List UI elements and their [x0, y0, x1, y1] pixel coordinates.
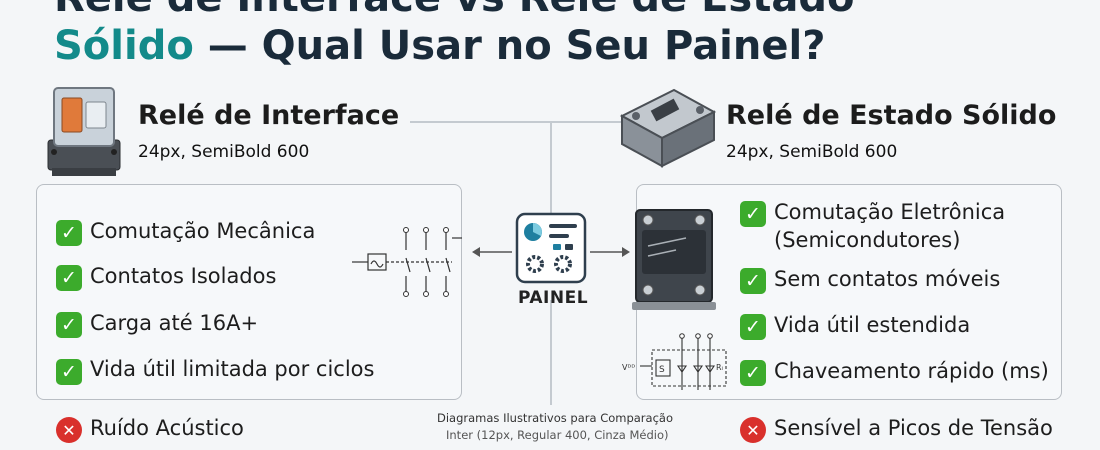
title-rest: — Qual Usar no Seu Painel?	[193, 23, 826, 69]
title-accent: Sólido	[54, 23, 194, 69]
title-line-1: Relé de Interface vs Relé de Estado	[54, 0, 854, 22]
right-pro-4: Chaveamento rápido (ms)	[774, 359, 1049, 383]
connector-bottom	[550, 300, 552, 405]
relay-contacts-diagram	[352, 227, 462, 297]
check-icon: ✓	[56, 265, 82, 291]
interface-relay-icon	[47, 87, 121, 176]
right-pro-1-detail: (Semicondutores)	[774, 228, 961, 252]
control-panel-icon	[515, 212, 587, 284]
left-pro-1: Comutação Mecânica	[90, 219, 316, 243]
solid-state-relay-icon	[632, 209, 716, 310]
right-pro-3: Vida útil estendida	[774, 313, 971, 337]
arrow-left-icon	[472, 247, 512, 257]
check-icon: ✓	[740, 314, 766, 340]
ssr-vin-label: Vᴰᴰ	[622, 363, 635, 372]
connector-vertical	[550, 121, 552, 216]
page-title: Relé de Interface vs Relé de Estado Sóli…	[54, 0, 854, 70]
cross-icon: ✕	[740, 417, 766, 443]
left-pro-2: Contatos Isolados	[90, 264, 277, 288]
solid-state-relay-header-icon	[619, 88, 717, 168]
diagram-caption: Diagramas Ilustrativos para Comparação	[437, 411, 673, 425]
left-pro-4: Vida útil limitada por ciclos	[90, 357, 375, 381]
right-con: Sensível a Picos de Tensão	[774, 416, 1053, 440]
left-subheading: 24px, SemiBold 600	[138, 142, 310, 162]
check-icon: ✓	[740, 201, 766, 227]
left-con: Ruído Acústico	[90, 416, 244, 440]
cross-icon: ✕	[56, 417, 82, 443]
painel-label: PAINEL	[518, 288, 589, 308]
right-pro-2: Sem contatos móveis	[774, 267, 1001, 291]
ssr-rl-label: Rₗ	[716, 363, 723, 372]
check-icon: ✓	[740, 268, 766, 294]
left-panel	[36, 184, 462, 400]
check-icon: ✓	[56, 220, 82, 246]
check-icon: ✓	[56, 359, 82, 385]
connector-top	[410, 121, 700, 123]
left-pro-3: Carga até 16A+	[90, 311, 259, 335]
check-icon: ✓	[56, 312, 82, 338]
right-pro-1: Comutação Eletrônica	[774, 200, 1006, 224]
ssr-s-label: S	[659, 365, 665, 375]
left-heading: Relé de Interface	[138, 100, 400, 131]
arrow-right-icon	[590, 247, 630, 257]
check-icon: ✓	[740, 360, 766, 386]
right-subheading: 24px, SemiBold 600	[726, 142, 898, 162]
ssr-circuit-diagram: Vᴰᴰ S Rₗ	[622, 333, 727, 390]
diagram-caption-font: Inter (12px, Regular 400, Cinza Médio)	[446, 428, 669, 442]
right-heading: Relé de Estado Sólido	[726, 100, 1057, 131]
